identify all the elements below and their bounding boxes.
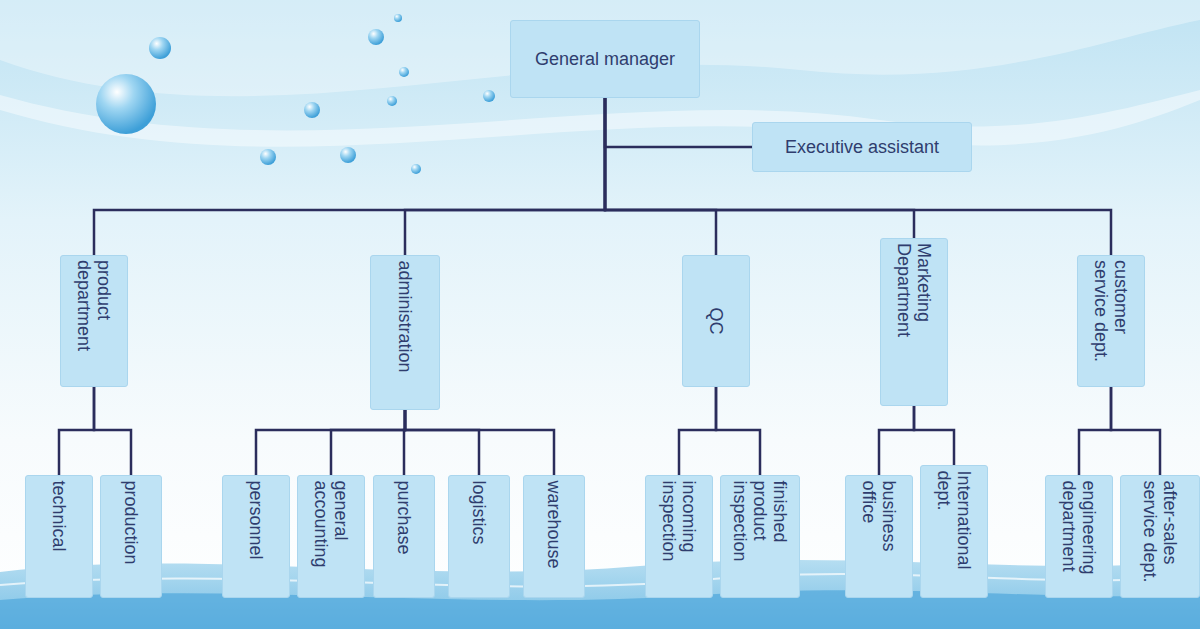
connector (716, 387, 760, 475)
manager-box: General manager (510, 20, 700, 98)
box-label: finished product inspection (730, 480, 790, 593)
connector (1079, 387, 1111, 475)
connector (605, 98, 752, 147)
bubbles (96, 14, 495, 174)
section-box: engineering department (1045, 475, 1113, 598)
section-box: production (100, 475, 162, 598)
section-box: warehouse (523, 475, 585, 598)
box-label: personnel (246, 480, 266, 593)
department-box: Marketing Department (880, 238, 948, 406)
section-box: incoming inspection (645, 475, 713, 598)
section-box: business office (845, 475, 913, 598)
light-streak (0, 90, 1200, 147)
connector (605, 98, 716, 255)
section-box: general accounting (297, 475, 365, 598)
box-label: logistics (469, 480, 489, 593)
box-label: business office (859, 480, 899, 593)
connector (59, 387, 94, 475)
box-label: warehouse (544, 480, 564, 593)
connector (679, 387, 716, 475)
box-label: purchase (394, 480, 414, 593)
connector (405, 98, 605, 255)
box-label: general accounting (311, 480, 351, 593)
assistant-box: Executive assistant (752, 122, 972, 172)
connector (605, 98, 1111, 255)
box-label: incoming inspection (659, 480, 699, 593)
box-label: technical (49, 480, 69, 593)
section-box: personnel (222, 475, 290, 598)
connector (331, 410, 405, 475)
section-box: technical (25, 475, 93, 598)
section-box: finished product inspection (720, 475, 800, 598)
wave-line (0, 574, 1200, 586)
box-label: engineering department (1059, 480, 1099, 593)
box-label: QC (706, 260, 726, 382)
box-label: Executive assistant (777, 137, 947, 157)
box-label: International dept. (934, 470, 974, 593)
wave-band (0, 590, 1200, 629)
box-label: customer service dept. (1091, 260, 1131, 382)
department-box: administration (370, 255, 440, 410)
connector (914, 406, 954, 465)
connector (94, 98, 605, 255)
connector (256, 410, 405, 475)
section-box: purchase (373, 475, 435, 598)
department-box: product department (60, 255, 128, 387)
box-label: General manager (527, 49, 683, 69)
wave-band (0, 560, 1200, 629)
connector (94, 387, 131, 475)
connector (405, 410, 479, 475)
box-label: administration (395, 260, 415, 405)
section-box: logistics (448, 475, 510, 598)
connector (879, 406, 914, 475)
department-box: QC (682, 255, 750, 387)
connector (405, 410, 554, 475)
department-box: customer service dept. (1077, 255, 1145, 387)
section-box: after-sales service dept. (1120, 475, 1200, 598)
box-label: product department (74, 260, 114, 382)
box-label: after-sales service dept. (1140, 480, 1180, 593)
box-label: Marketing Department (894, 243, 934, 401)
section-box: International dept. (920, 465, 988, 598)
box-label: production (121, 480, 141, 593)
connector (1111, 387, 1160, 475)
